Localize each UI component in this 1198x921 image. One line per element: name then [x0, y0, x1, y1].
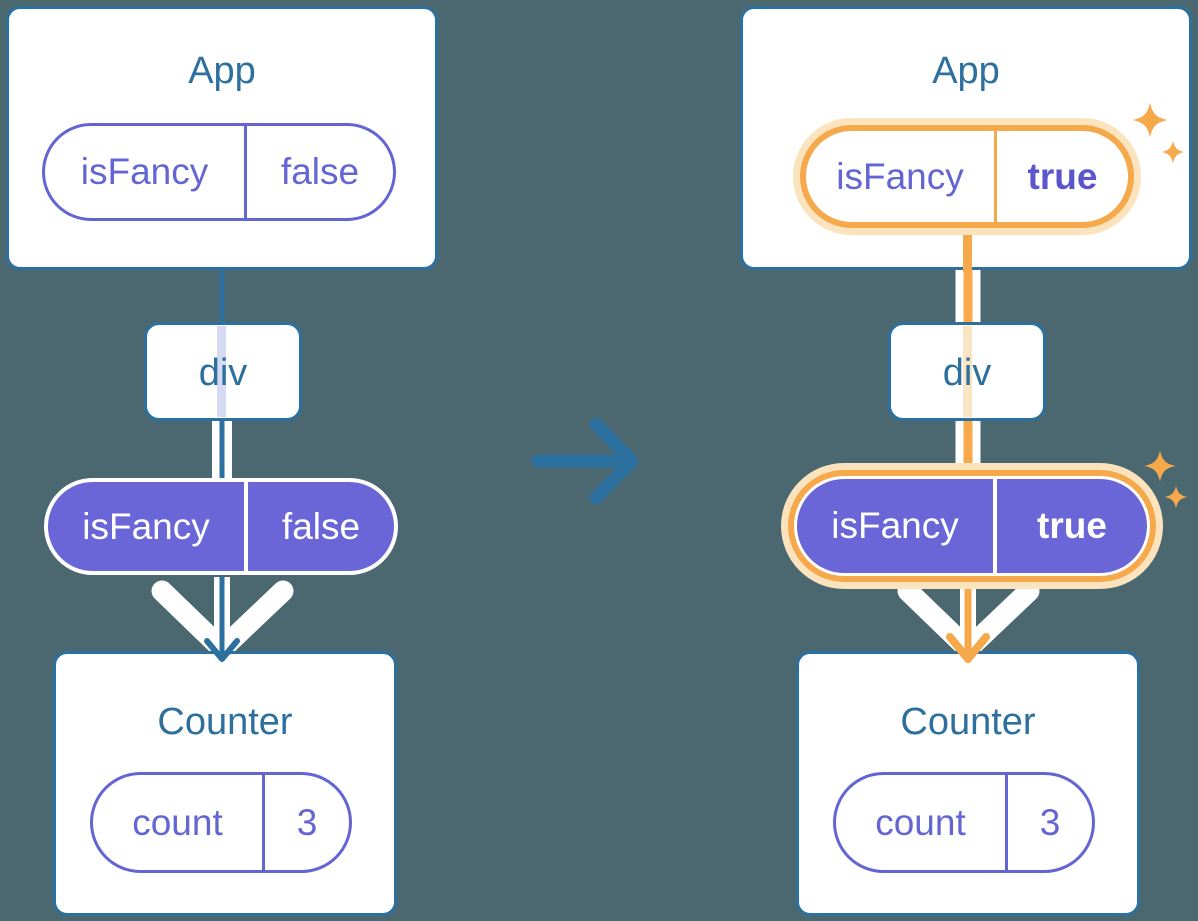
state-value: 3 [296, 801, 318, 843]
prop-pill-after: isFancy true [797, 479, 1147, 573]
prop-name: isFancy [48, 482, 248, 571]
div-inner-line-after [963, 326, 972, 417]
app-title-before: App [188, 50, 256, 92]
prop-value: false [280, 151, 360, 192]
prop-value: true [1037, 505, 1107, 546]
div-label-before: div [198, 352, 248, 394]
div-inner-line-before [217, 326, 226, 417]
transition-right-arrow-icon [531, 417, 639, 505]
app-prop-pill-after: isFancy true [800, 125, 1134, 228]
counter-title-after: Counter [900, 701, 1036, 743]
state-name: count [836, 775, 1008, 870]
state-name: count [93, 775, 265, 870]
prop-name: isFancy [797, 479, 997, 573]
prop-name: isFancy [806, 131, 997, 222]
app-prop-pill-before: isFancy false [42, 123, 396, 221]
counter-state-pill-after: count 3 [833, 772, 1095, 873]
prop-value: true [1027, 155, 1098, 197]
div-label-after: div [942, 352, 992, 394]
prop-name: isFancy [45, 126, 247, 218]
app-inner-line-after [963, 232, 972, 272]
sparkle-icon [1144, 450, 1188, 509]
counter-title-before: Counter [157, 701, 293, 743]
counter-state-pill-before: count 3 [90, 772, 352, 873]
prop-pill-before: isFancy false [44, 478, 398, 575]
left-chevron-arrow-icon [151, 580, 294, 660]
state-value: 3 [1039, 801, 1061, 843]
right-chevron-arrow-icon [897, 580, 1040, 660]
app-title-after: App [932, 50, 1000, 92]
prop-value: false [281, 505, 361, 547]
